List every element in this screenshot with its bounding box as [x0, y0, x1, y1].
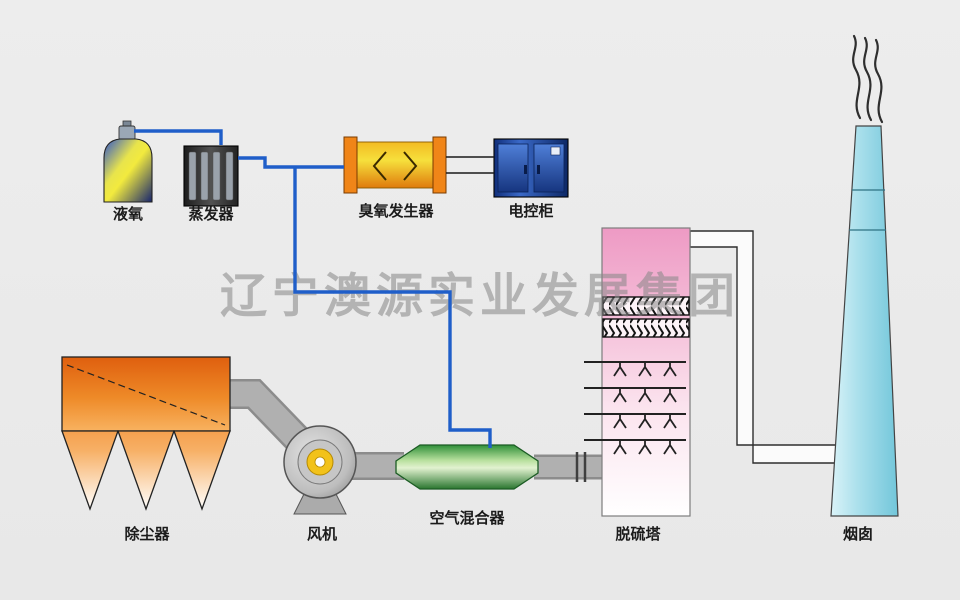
- demister-layer: [602, 318, 690, 338]
- cabinet-handle: [537, 165, 540, 174]
- ozone-flange-right: [432, 136, 447, 194]
- fan-hub-center: [314, 456, 326, 468]
- label-liquid-oxygen: 液氧: [113, 205, 143, 223]
- evaporator: [183, 145, 239, 207]
- label-evaporator: 蒸发器: [188, 205, 234, 223]
- air-mixer: [395, 444, 539, 490]
- control-cabinet: [493, 138, 569, 198]
- cabinet-handle: [524, 165, 527, 174]
- dust-hopper: [117, 430, 175, 511]
- dust-collector-baffle: [66, 364, 226, 426]
- pipe-ozone-to-mixer: [293, 167, 492, 448]
- label-air-mixer: 空气混合器: [429, 509, 505, 527]
- tower-shell: [601, 227, 691, 517]
- bottle-body: [103, 138, 153, 203]
- duct-dust-to-fan: [230, 381, 317, 459]
- dust-collector-housing: [61, 356, 231, 432]
- liquid-oxygen-tank: [103, 120, 153, 203]
- ozone-electrode: [403, 151, 418, 181]
- watermark-text: 辽宁澳源实业发展集团: [220, 269, 740, 324]
- fan: [283, 425, 357, 515]
- ozone-generator: [343, 136, 447, 194]
- chimney: [830, 34, 899, 517]
- demister-layer: [602, 296, 690, 316]
- cabinet-door-left: [497, 143, 529, 193]
- ozone-flange-left: [343, 136, 358, 194]
- chimney-body: [830, 125, 899, 517]
- desulfurization-tower: [584, 227, 691, 517]
- label-ozone-generator: 臭氧发生器: [358, 202, 434, 220]
- label-dust-collector: 除尘器: [124, 525, 170, 543]
- spray-headers: [584, 361, 686, 441]
- ozone-body: [356, 141, 434, 189]
- ozone-pipes: [134, 129, 492, 448]
- bottle-cap: [118, 125, 136, 141]
- duct-tower-to-chimney: [689, 230, 837, 464]
- smoke-plume: [852, 34, 884, 124]
- pipe-oxygen-to-evaporator: [134, 129, 223, 145]
- label-fan: 风机: [307, 525, 337, 543]
- air-mixer-vessel: [395, 444, 539, 490]
- label-control-cabinet: 电控柜: [508, 202, 553, 220]
- pipe-evaporator-to-ozone: [238, 156, 344, 169]
- cabinet-display: [550, 146, 561, 156]
- equipment-labels: 液氧 蒸发器 臭氧发生器 电控柜 除尘器 风机 空气混合器 脱硫塔 烟囱: [113, 202, 873, 543]
- label-desulfurization-tower: 脱硫塔: [615, 525, 661, 543]
- evaporator-tubes: [188, 151, 234, 201]
- label-chimney: 烟囱: [843, 525, 873, 543]
- dust-hopper: [173, 430, 231, 511]
- power-wires: [446, 156, 494, 174]
- dust-collector: [61, 356, 231, 511]
- dust-hopper: [61, 430, 119, 511]
- ozone-electrode: [372, 151, 387, 181]
